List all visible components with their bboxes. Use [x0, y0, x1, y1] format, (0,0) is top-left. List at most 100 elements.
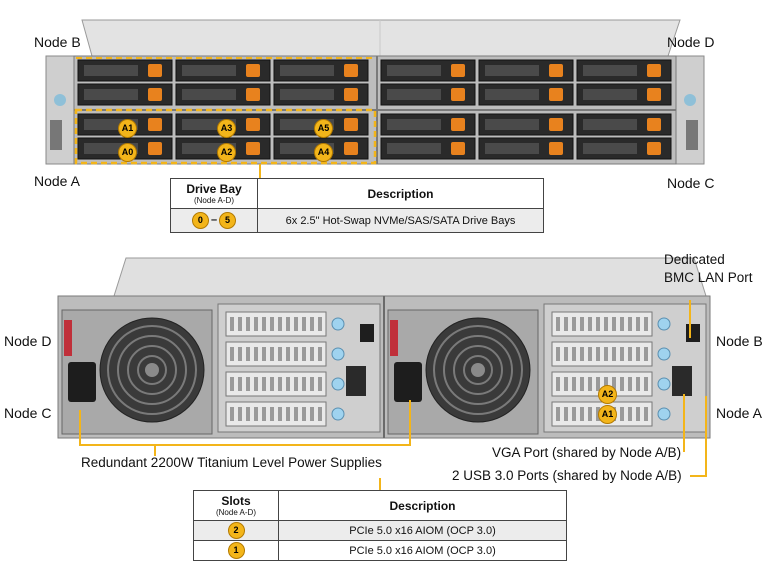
rear-node-c-label: Node C: [4, 405, 52, 421]
vent-slot: [556, 377, 560, 391]
drive-vent: [485, 65, 539, 76]
pcie-slot-cover: [551, 341, 653, 367]
rear-table-col1-title: Slots: [221, 494, 251, 508]
drive-vent: [485, 119, 539, 130]
bay-marker-a4: A4: [314, 143, 333, 162]
drive-vent: [280, 65, 334, 76]
vga-port: [346, 366, 366, 396]
drive-latch: [549, 88, 563, 101]
drive-latch: [246, 64, 260, 77]
slot-description: PCIe 5.0 x16 AIOM (OCP 3.0): [278, 540, 567, 561]
drive-latch: [647, 118, 661, 131]
vent-slot: [270, 377, 274, 391]
vent-slot: [286, 407, 290, 421]
vent-slot: [628, 347, 632, 361]
vent-slot: [302, 317, 306, 331]
front-node-c-label: Node C: [667, 175, 715, 191]
drive-latch: [148, 118, 162, 131]
drive-latch: [148, 142, 162, 155]
vent-slot: [620, 407, 624, 421]
drive-latch: [344, 142, 358, 155]
vent-slot: [254, 377, 258, 391]
vent-slot: [588, 377, 592, 391]
vent-slot: [302, 347, 306, 361]
vent-slot: [596, 377, 600, 391]
vent-slot: [254, 407, 258, 421]
vent-slot: [286, 377, 290, 391]
vent-slot: [246, 317, 250, 331]
lan-port: [686, 324, 700, 342]
drive-vent: [583, 89, 637, 100]
vent-slot: [612, 317, 616, 331]
rear-node-a-label: Node A: [716, 405, 762, 421]
vent-slot: [604, 347, 608, 361]
vent-slot: [294, 377, 298, 391]
drive-latch: [451, 88, 465, 101]
drive-latch: [647, 142, 661, 155]
drive-latch: [344, 88, 358, 101]
psu-handle: [390, 320, 398, 356]
vent-slot: [302, 407, 306, 421]
vent-slot: [310, 317, 314, 331]
vent-slot: [294, 317, 298, 331]
vent-slot: [644, 347, 648, 361]
front-table-col1-title: Drive Bay: [186, 182, 242, 196]
rear-node-units: [61, 303, 707, 435]
bay-marker-a0: A0: [118, 143, 137, 162]
vent-slot: [246, 347, 250, 361]
drive-vent: [485, 89, 539, 100]
slot-badge: 1: [227, 542, 245, 559]
thumbscrew: [657, 407, 671, 421]
front-drive-table: Drive Bay (Node A-D) Description 0–5 6x …: [170, 178, 544, 233]
vent-slot: [572, 317, 576, 331]
thumbscrew: [657, 377, 671, 391]
vent-slot: [318, 347, 322, 361]
vent-slot: [644, 377, 648, 391]
drive-vent: [583, 143, 637, 154]
vent-slot: [620, 347, 624, 361]
vent-slot: [556, 407, 560, 421]
rear-slots-table: Slots (Node A-D) Description 2 PCIe 5.0 …: [193, 490, 567, 561]
vent-slot: [278, 347, 282, 361]
vent-slot: [286, 317, 290, 331]
vent-slot: [604, 317, 608, 331]
power-inlet: [68, 362, 96, 402]
vent-slot: [588, 347, 592, 361]
table-row: 2 PCIe 5.0 x16 AIOM (OCP 3.0): [193, 520, 567, 541]
vent-slot: [556, 317, 560, 331]
fan-guard-ring: [127, 345, 177, 395]
vent-slot: [310, 347, 314, 361]
pcie-slot-cover: [225, 371, 327, 397]
vent-slot: [636, 317, 640, 331]
drive-latch: [246, 118, 260, 131]
front-node-d-label: Node D: [667, 34, 715, 50]
front-table-bay-range: 0–5: [170, 208, 258, 233]
thumbscrew: [331, 407, 345, 421]
vent-slot: [612, 377, 616, 391]
vent-slot: [636, 407, 640, 421]
thumbscrew: [331, 317, 345, 331]
fan-guard-ring: [137, 355, 167, 385]
vent-slot: [286, 347, 290, 361]
rear-table-col1-sub: (Node A-D): [215, 508, 256, 517]
fan-hub: [145, 363, 159, 377]
vent-slot: [238, 347, 242, 361]
vent-slot: [580, 347, 584, 361]
drive-vent: [280, 89, 334, 100]
vent-slot: [556, 347, 560, 361]
bay-marker-a3: A3: [217, 119, 236, 138]
bay-start-badge: 0: [191, 212, 209, 229]
thumbscrew: [331, 347, 345, 361]
drive-latch: [148, 88, 162, 101]
vent-slot: [564, 347, 568, 361]
psu-handle: [64, 320, 72, 356]
fan-guard-ring: [453, 345, 503, 395]
vent-slot: [580, 407, 584, 421]
slot-cell: 2: [193, 520, 279, 541]
fan-guard-ring: [433, 325, 523, 415]
thumbscrew: [657, 317, 671, 331]
vent-slot: [318, 317, 322, 331]
vent-slot: [254, 347, 258, 361]
vent-slot: [580, 317, 584, 331]
